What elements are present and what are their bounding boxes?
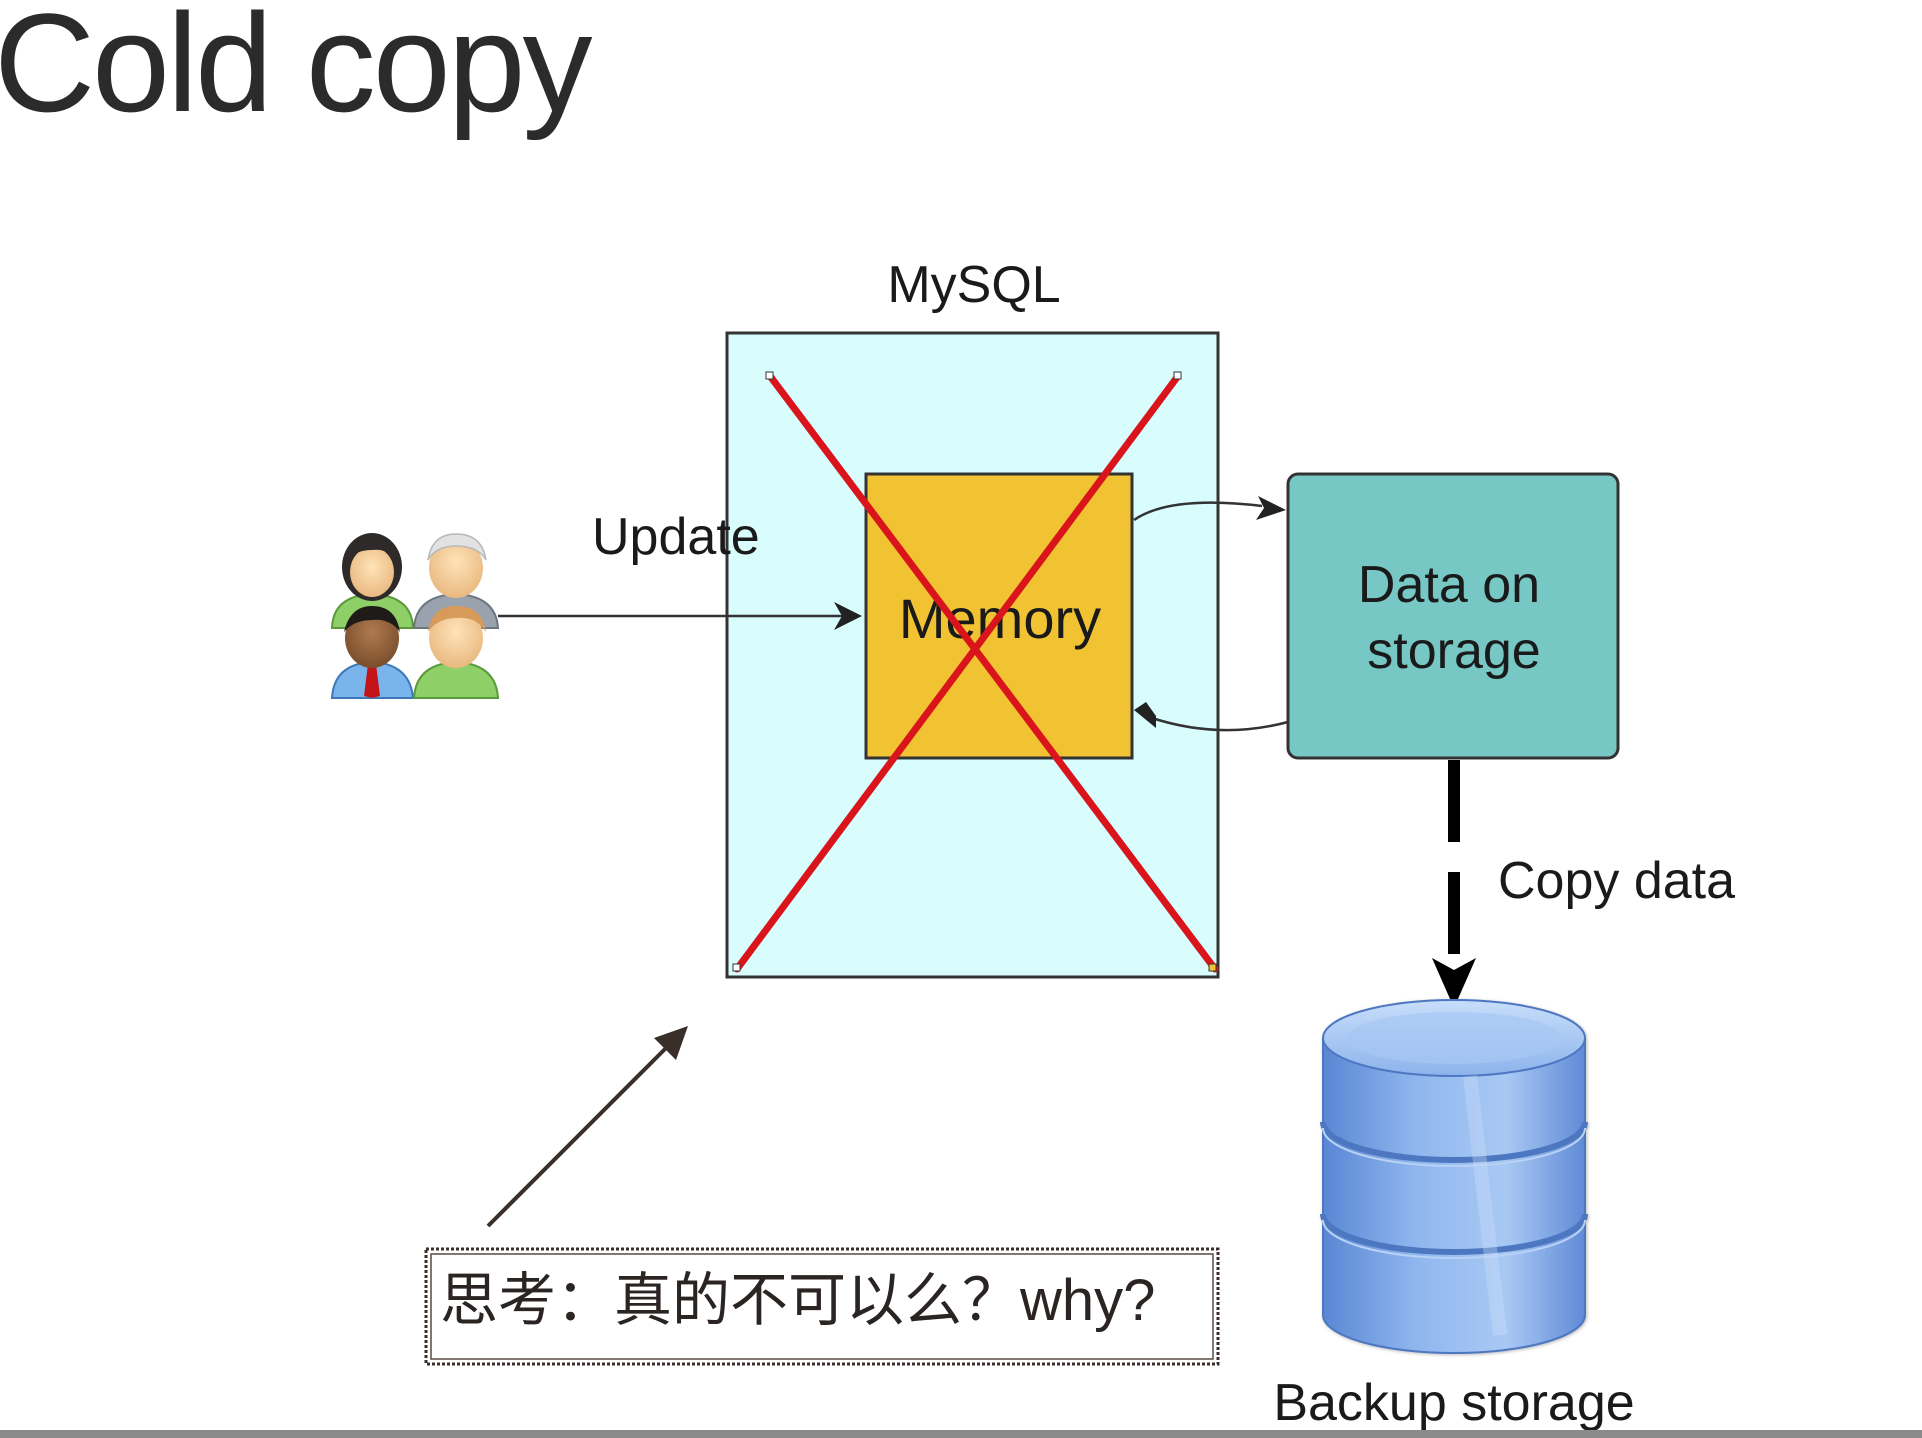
storage-label-line2: storage <box>1367 622 1540 680</box>
storage-to-memory-arrow <box>1151 716 1289 732</box>
note-box-inner <box>430 1253 1214 1360</box>
slide-title: Cold copy <box>0 0 593 141</box>
backup-storage-label: Backup storage <box>1273 1374 1634 1432</box>
storage-label-line1: Data on <box>1358 556 1540 614</box>
note-box <box>424 1247 1220 1366</box>
bottom-bar <box>0 1430 1922 1438</box>
database-cylinder-icon <box>1320 999 1588 1354</box>
annotation-arrow <box>486 1042 672 1228</box>
red-x-cross-icon <box>732 371 1219 973</box>
copy-data-label: Copy data <box>1498 852 1735 910</box>
user-man-tie-icon <box>330 606 415 699</box>
copy-data-arrowhead <box>1432 958 1476 1008</box>
mysql-label: MySQL <box>887 256 1060 314</box>
user-green-icon <box>412 606 500 699</box>
users-group-icon <box>330 533 500 699</box>
note-text: 思考：真的不可以么？why? <box>440 1268 1155 1333</box>
annotation-arrowhead <box>654 1026 688 1060</box>
storage-block <box>1286 472 1620 760</box>
update-label: Update <box>592 508 760 566</box>
memory-to-storage-arrow <box>1133 501 1263 522</box>
update-arrowhead <box>834 602 862 630</box>
storage-to-memory-arrowhead <box>1134 702 1156 728</box>
memory-to-storage-arrowhead <box>1256 496 1286 520</box>
